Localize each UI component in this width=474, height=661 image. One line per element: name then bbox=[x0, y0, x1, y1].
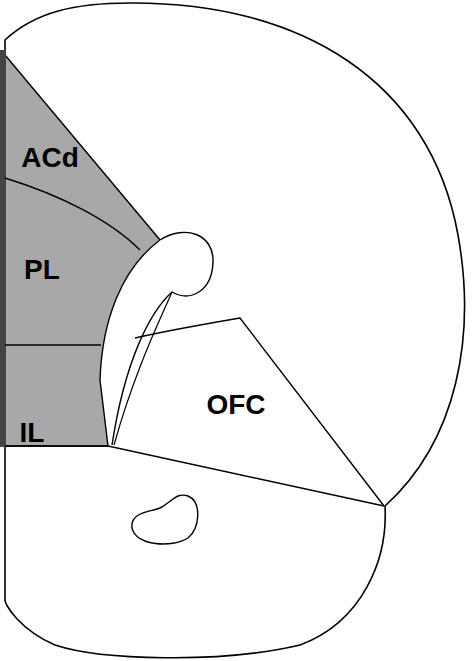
ventricle-outline bbox=[132, 495, 198, 544]
region-boundary bbox=[5, 344, 101, 345]
medial-edge bbox=[0, 50, 6, 447]
region-label: PL bbox=[24, 256, 60, 284]
ofc-boundary bbox=[135, 318, 384, 506]
region-boundary bbox=[5, 178, 140, 250]
region-label: OFC bbox=[206, 391, 265, 419]
ofc-boundary bbox=[114, 292, 172, 445]
region-label: ACd bbox=[21, 144, 79, 172]
brain-outline bbox=[5, 3, 464, 658]
mpfc-region bbox=[5, 55, 160, 446]
region-label: IL bbox=[20, 419, 45, 447]
forceps-outline bbox=[112, 232, 213, 445]
region-boundary bbox=[5, 446, 384, 506]
